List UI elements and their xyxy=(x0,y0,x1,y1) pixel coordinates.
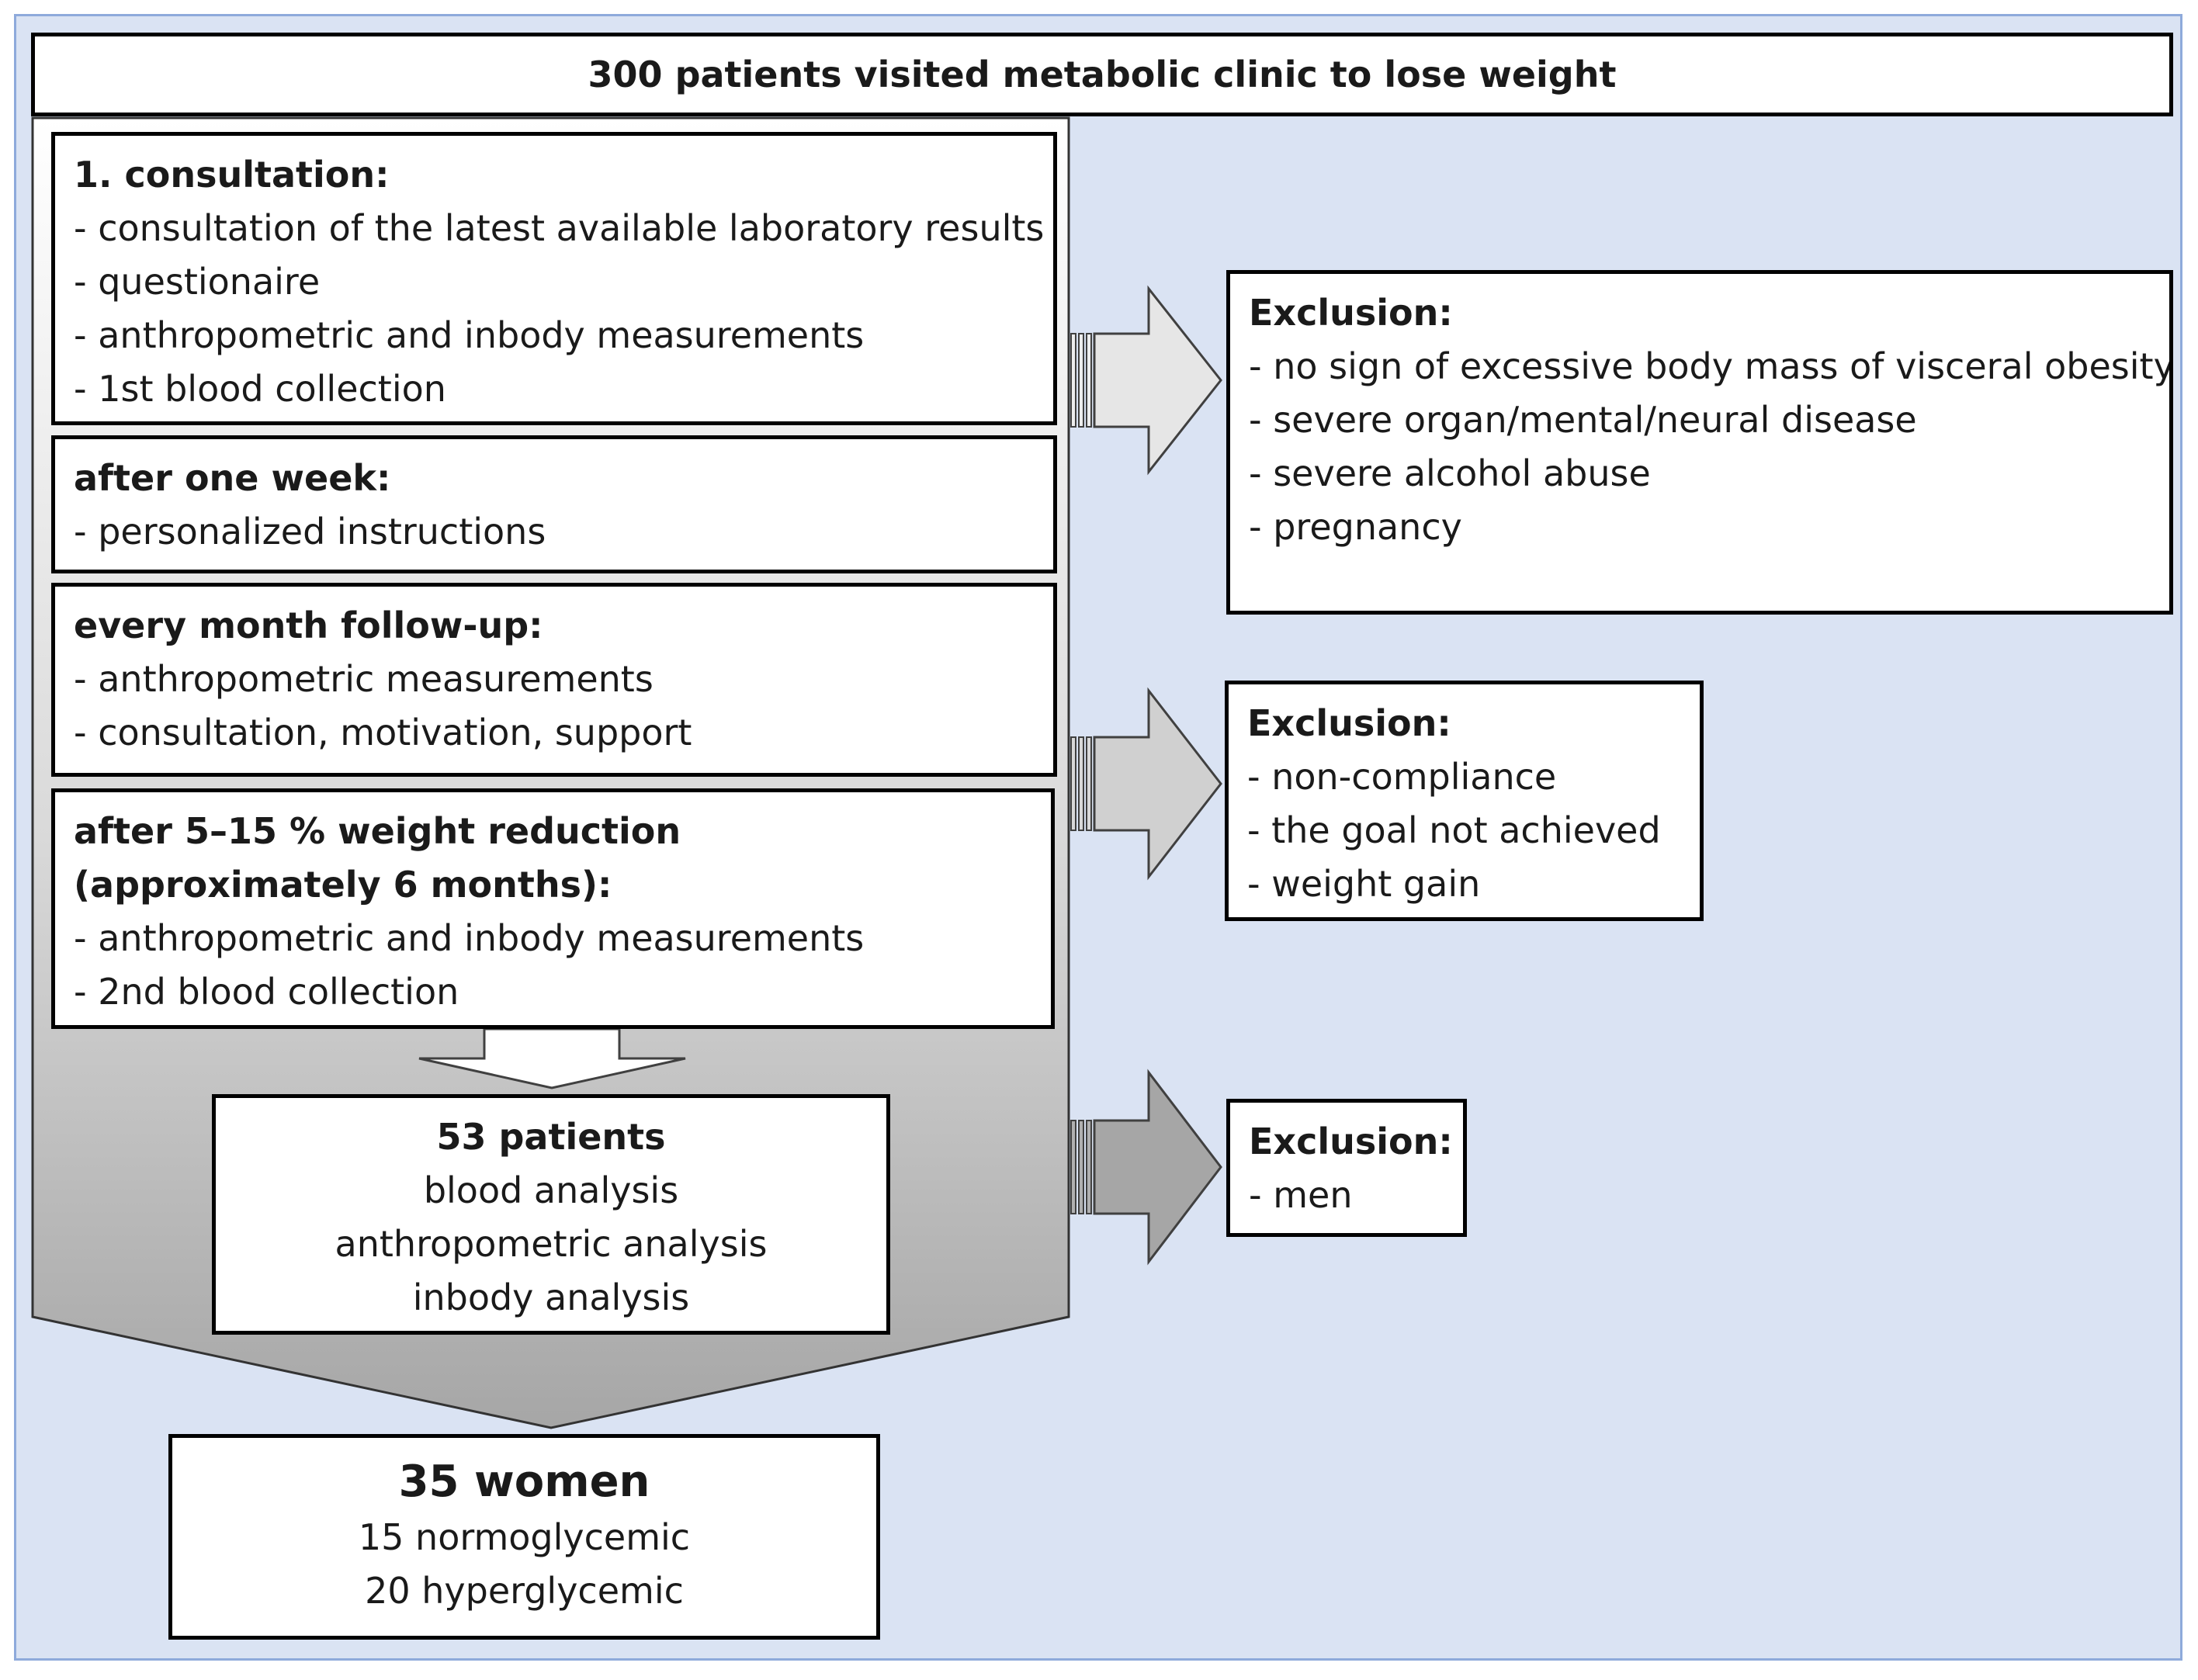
right-arrow-2 xyxy=(1070,687,1222,881)
exclusion-line: - men xyxy=(1249,1174,1353,1216)
final-cohort-line: 20 hyperglycemic xyxy=(365,1570,684,1612)
patients-53-heading: 53 patients xyxy=(436,1116,666,1158)
exclusion-line: - pregnancy xyxy=(1249,506,1462,548)
exclusion-line: - no sign of excessive body mass of visc… xyxy=(1249,345,2173,387)
step-line: - anthropometric measurements xyxy=(74,658,654,700)
patients-53-box: 53 patients blood analysis anthropometri… xyxy=(212,1094,890,1335)
step-line: - personalized instructions xyxy=(74,511,546,552)
final-cohort-heading: 35 women xyxy=(398,1457,650,1507)
step-consultation: 1. consultation: - consultation of the l… xyxy=(51,132,1057,425)
right-arrow-1 xyxy=(1070,285,1222,476)
analysis-line: anthropometric analysis xyxy=(335,1223,768,1265)
final-cohort-box: 35 women 15 normoglycemic 20 hyperglycem… xyxy=(168,1434,880,1640)
exclusion-heading: Exclusion: xyxy=(1249,1121,1453,1162)
final-cohort-line: 15 normoglycemic xyxy=(358,1516,691,1558)
diagram-title: 300 patients visited metabolic clinic to… xyxy=(31,33,2173,116)
step-weight-reduction: after 5–15 % weight reduction (approxima… xyxy=(51,788,1055,1029)
step-line: - consultation of the latest available l… xyxy=(74,207,1045,249)
step-heading-2: (approximately 6 months): xyxy=(74,864,612,906)
step-heading: every month follow-up: xyxy=(74,604,543,646)
step-heading: 1. consultation: xyxy=(74,154,390,196)
analysis-line: blood analysis xyxy=(423,1169,679,1211)
step-line: - 2nd blood collection xyxy=(74,971,459,1013)
step-heading: after 5–15 % weight reduction xyxy=(74,810,681,852)
exclusion-box-1: Exclusion: - no sign of excessive body m… xyxy=(1226,270,2173,615)
right-arrow-3 xyxy=(1070,1069,1222,1266)
exclusion-box-2: Exclusion: - non-compliance - the goal n… xyxy=(1225,681,1704,921)
step-monthly-follow-up: every month follow-up: - anthropometric … xyxy=(51,583,1057,777)
exclusion-box-3: Exclusion: - men xyxy=(1226,1099,1467,1237)
step-after-one-week: after one week: - personalized instructi… xyxy=(51,435,1057,573)
step-line: - questionaire xyxy=(74,261,321,303)
step-heading: after one week: xyxy=(74,457,391,499)
exclusion-line: - non-compliance xyxy=(1247,756,1557,798)
exclusion-line: - weight gain xyxy=(1247,863,1481,905)
step-line: - anthropometric and inbody measurements xyxy=(74,314,865,356)
step-line: - 1st blood collection xyxy=(74,368,446,410)
small-down-arrow xyxy=(418,1027,686,1089)
analysis-line: inbody analysis xyxy=(412,1276,690,1318)
step-line: - anthropometric and inbody measurements xyxy=(74,917,865,959)
exclusion-line: - the goal not achieved xyxy=(1247,809,1661,851)
exclusion-line: - severe organ/mental/neural disease xyxy=(1249,399,1917,441)
step-line: - consultation, motivation, support xyxy=(74,712,692,753)
exclusion-heading: Exclusion: xyxy=(1249,292,1453,334)
exclusion-line: - severe alcohol abuse xyxy=(1249,452,1651,494)
exclusion-heading: Exclusion: xyxy=(1247,702,1451,744)
